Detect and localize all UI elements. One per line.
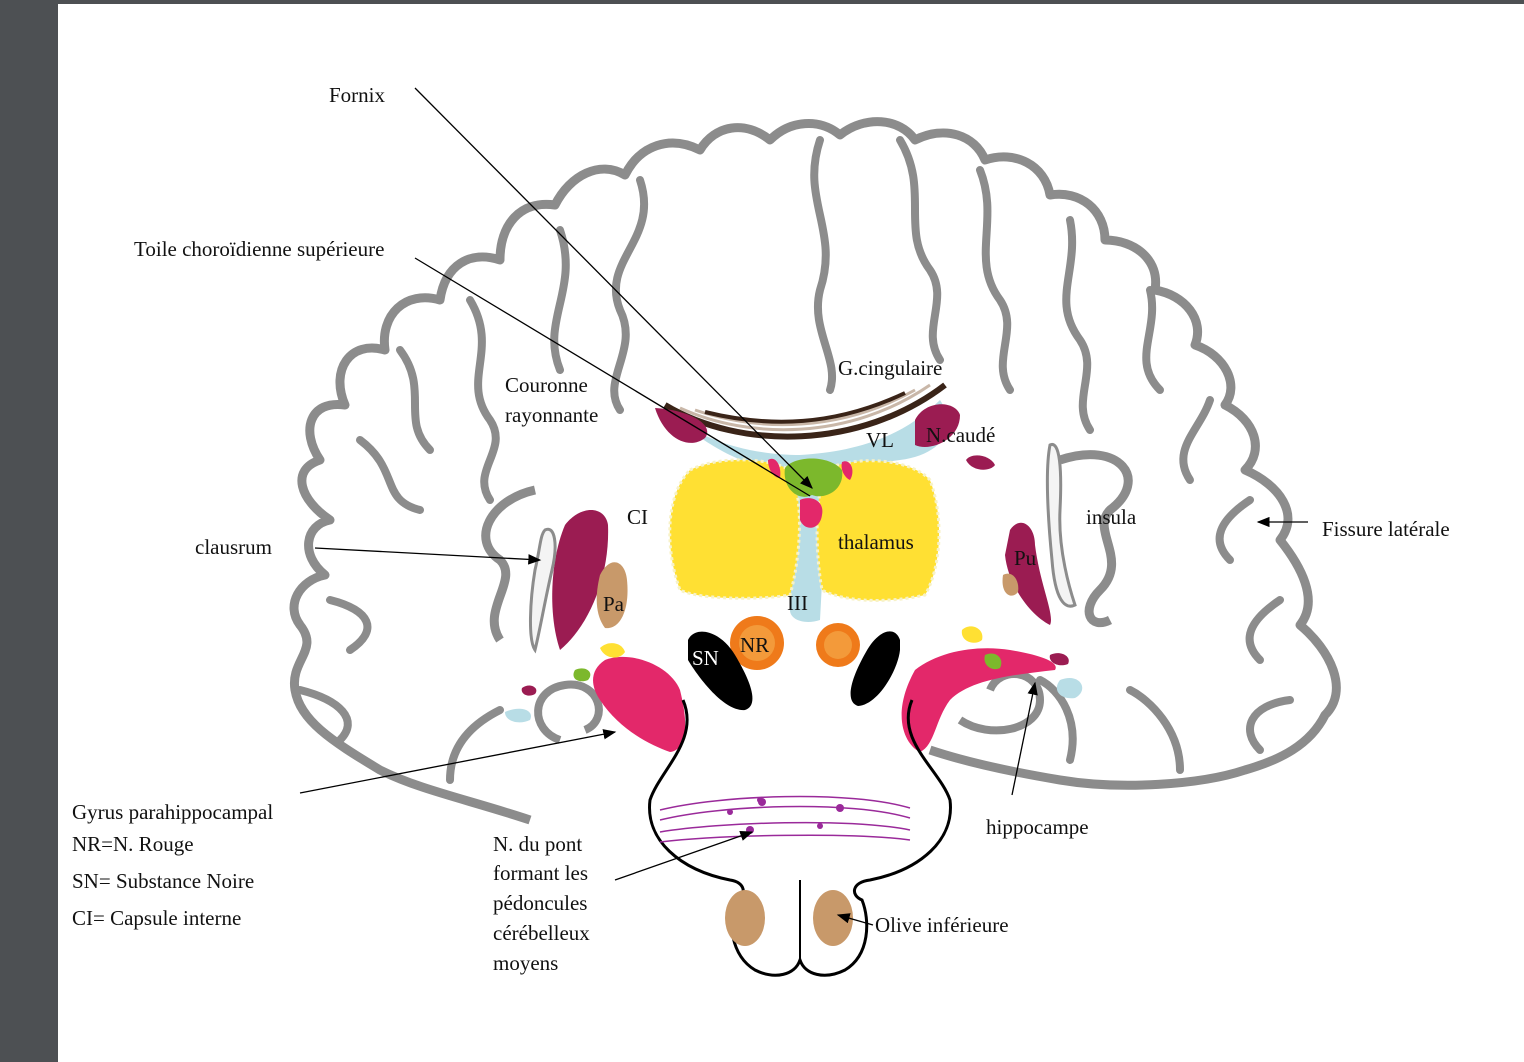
- label-couronne-2: rayonnante: [505, 403, 598, 427]
- left-hippocampal-curl: [534, 680, 603, 744]
- label-pont-3: pédoncules: [493, 891, 587, 915]
- right-hippocampus: [901, 648, 1056, 752]
- left-temporal-horn: [505, 708, 531, 723]
- label-couronne-1: Couronne: [505, 373, 588, 397]
- label-hippocampe: hippocampe: [986, 815, 1089, 839]
- label-olive: Olive inférieure: [875, 913, 1009, 937]
- left-hippocampus: [593, 656, 686, 752]
- label-toile: Toile choroïdienne supérieure: [134, 237, 384, 261]
- left-pallidum: [596, 562, 628, 629]
- choroid-plexus-left: [768, 458, 781, 478]
- left-claustrum: [529, 527, 557, 654]
- label-pont-4: cérébelleux: [493, 921, 590, 945]
- left-putamen: [552, 510, 609, 650]
- left-insula-gyri: [481, 485, 537, 643]
- inferior-olive-right: [813, 890, 853, 946]
- label-pu: Pu: [1014, 546, 1037, 570]
- pontine-fibers: [659, 795, 911, 843]
- pontine-nuclei: [727, 797, 844, 834]
- choroid-plexus-right: [841, 461, 853, 480]
- label-pont-2: formant les: [493, 861, 588, 885]
- label-cingulaire: G.cingulaire: [838, 356, 942, 380]
- toile-leader: [414, 257, 811, 497]
- label-claustrum: clausrum: [195, 535, 272, 559]
- label-insula: insula: [1086, 505, 1137, 529]
- label-sn: SN: [692, 646, 719, 670]
- fornix-body: [784, 458, 843, 497]
- choroid-tela: [800, 498, 823, 528]
- thalamus-right: [815, 459, 941, 602]
- label-fissure: Fissure latérale: [1322, 517, 1450, 541]
- right-insula-gyri: [1058, 450, 1133, 628]
- legend-gyrus: Gyrus parahippocampal: [72, 800, 273, 824]
- label-nr: NR: [740, 633, 769, 657]
- sulci: [296, 136, 1294, 784]
- label-ci: CI: [627, 505, 648, 529]
- label-thalamus: thalamus: [838, 530, 914, 554]
- right-caudate-tail: [966, 455, 995, 470]
- label-pa: Pa: [603, 592, 625, 616]
- right-pallidum: [1002, 573, 1019, 596]
- legend-ci: CI= Capsule interne: [72, 906, 241, 930]
- claustrum-leader: [314, 547, 542, 565]
- legend-sn: SN= Substance Noire: [72, 869, 254, 893]
- label-vl: VL: [866, 428, 894, 452]
- right-putamen: [1005, 522, 1052, 625]
- label-pont-1: N. du pont: [493, 832, 582, 856]
- inferior-olive-left: [725, 890, 765, 946]
- label-iii: III: [787, 591, 808, 615]
- cortex-outline: [289, 117, 1341, 825]
- hippocampe-leader: [1011, 681, 1038, 796]
- pont-leader: [614, 830, 754, 881]
- right-claustrum: [1045, 443, 1077, 608]
- viewer-side-panel: [0, 0, 58, 1062]
- gyrus-leader: [299, 729, 617, 794]
- label-caude: N.caudé: [926, 423, 995, 447]
- legend-nr: NR=N. Rouge: [72, 832, 194, 856]
- substantia-nigra-left: [688, 631, 753, 711]
- right-caudate-nucleus: [915, 404, 960, 447]
- substantia-nigra-right: [850, 631, 900, 706]
- olive-leader: [836, 913, 874, 926]
- label-pont-5: moyens: [493, 951, 558, 975]
- label-fornix: Fornix: [329, 83, 386, 107]
- left-caudate-nucleus: [655, 408, 708, 443]
- right-temporal-horn: [1056, 677, 1083, 699]
- fornix-leader: [414, 87, 813, 489]
- thalamus-left: [668, 458, 801, 600]
